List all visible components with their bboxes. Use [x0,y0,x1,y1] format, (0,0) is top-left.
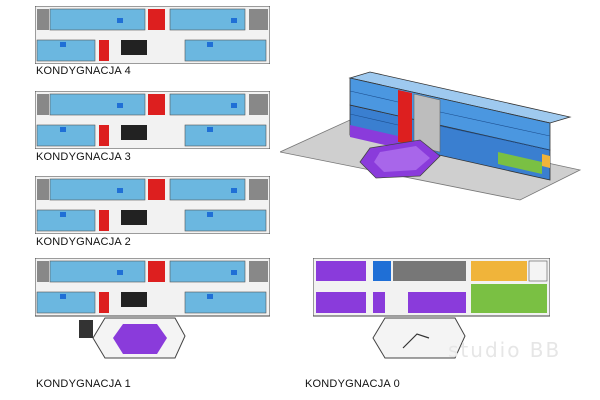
floor-plan-0 [313,258,550,359]
floor-label-3: KONDYGNACJA 3 [36,151,131,163]
floor-plan-2 [35,176,270,234]
floor-plan-1 [35,258,270,359]
floor-label-1: KONDYGNACJA 1 [36,378,131,390]
floor-plan-4 [35,6,270,64]
building-3d-view [280,71,582,201]
floor-label-0: KONDYGNACJA 0 [305,378,400,390]
floor-plan-3 [35,91,270,149]
watermark: studio BB [448,338,562,362]
floor-label-2: KONDYGNACJA 2 [36,236,131,248]
floor-label-4: KONDYGNACJA 4 [36,65,131,77]
